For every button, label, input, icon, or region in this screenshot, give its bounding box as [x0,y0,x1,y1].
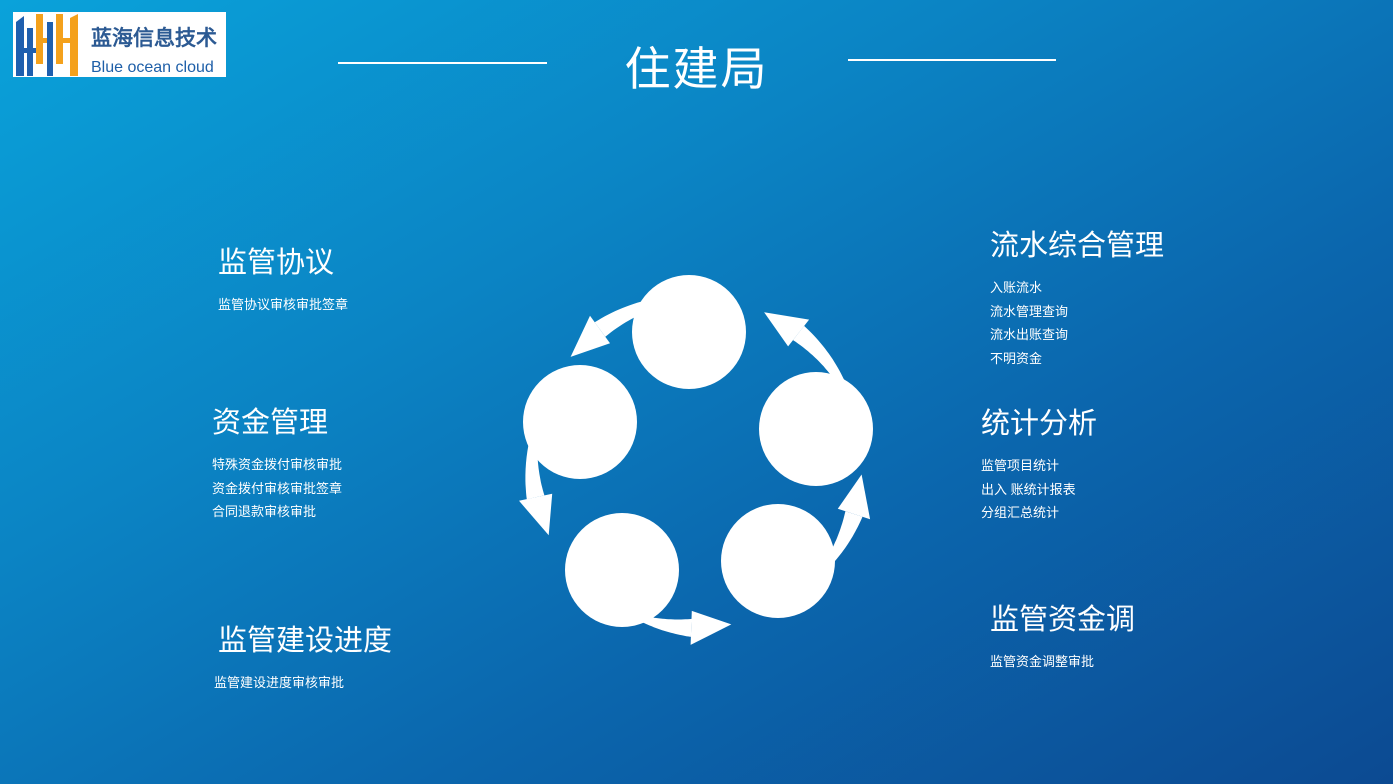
cycle-arrow-2 [519,428,553,536]
section-flow-management: 流水综合管理 入账流水 流水管理查询 流水出账查询 不明资金 [990,229,1164,370]
logo-english-name: Blue ocean cloud [91,59,214,76]
section-heading: 统计分析 [981,408,1098,440]
cycle-arrow-head [837,474,871,520]
section-item: 监管资金调整审批 [990,654,1095,669]
section-statistics: 统计分析 监管项目统计 出入 账统计报表 分组汇总统计 [981,407,1097,525]
cycle-arrow-shaft [639,615,692,637]
section-item: 分组汇总统计 [981,505,1060,520]
title-line-left [338,62,547,64]
logo-icon [16,14,78,76]
section-item: 流水管理查询 [990,303,1069,319]
section-item-list: 监管项目统计 出入 账统计报表 分组汇总统计 [981,454,1097,525]
cycle-arrow-head [764,312,810,347]
section-item: 资金拨付审核审批签章 [212,480,343,496]
cycle-node-3 [721,504,835,618]
cycle-node-5 [523,365,637,479]
cycle-arrow-shaft [793,325,850,395]
section-item: 出入 账统计报表 [981,481,1076,497]
cycle-arrow-shaft [525,428,545,500]
section-item-list: 监管协议审核审批签章 [218,293,348,317]
section-heading: 流水综合管理 [990,230,1165,262]
section-heading: 监管资金调 [990,604,1136,636]
section-item: 不明资金 [990,350,1043,366]
section-item: 监管协议审核审批签章 [218,297,349,312]
section-item-list: 入账流水 流水管理查询 流水出账查询 不明资金 [990,276,1164,370]
cycle-arrow-head [690,610,732,645]
cycle-arrow-5 [764,312,850,395]
cycle-arrow-1 [570,295,683,357]
section-item: 监管项目统计 [981,458,1060,473]
page-title: 住建局 [624,44,769,95]
cycle-arrow-4 [821,474,871,571]
section-item-list: 监管建设进度审核审批 [214,671,392,695]
section-item: 特殊资金拨付审核审批 [212,457,343,472]
section-heading: 监管协议 [218,247,335,279]
cycle-arrow-3 [639,610,732,645]
cycle-arrow-shaft [594,295,683,337]
section-item: 入账流水 [990,280,1043,295]
section-heading: 监管建设进度 [218,625,393,657]
title-line-right [848,59,1056,61]
section-item-list: 特殊资金拨付审核审批 资金拨付审核审批签章 合同退款审核审批 [212,453,342,524]
section-fund-adjustment: 监管资金调 监管资金调整审批 [990,603,1135,674]
company-logo: 蓝海信息技术 Blue ocean cloud [13,12,226,77]
section-item: 流水出账查询 [990,327,1069,342]
section-fund-management: 资金管理 特殊资金拨付审核审批 资金拨付审核审批签章 合同退款审核审批 [212,406,342,524]
section-supervision-agreement: 监管协议 监管协议审核审批签章 [218,246,348,317]
section-item: 监管建设进度审核审批 [214,675,345,690]
cycle-arrow-shaft [821,511,863,571]
cycle-node-4 [565,513,679,627]
cycle-node-1 [632,275,746,389]
section-construction-progress: 监管建设进度 监管建设进度审核审批 [214,624,393,695]
cycle-arrow-head [519,493,553,536]
cycle-node-2 [759,372,873,486]
section-heading: 资金管理 [212,407,329,439]
section-item: 合同退款审核审批 [212,504,317,519]
section-item-list: 监管资金调整审批 [990,650,1135,674]
logo-company-name: 蓝海信息技术 [91,27,217,50]
cycle-arrow-head [570,315,610,357]
